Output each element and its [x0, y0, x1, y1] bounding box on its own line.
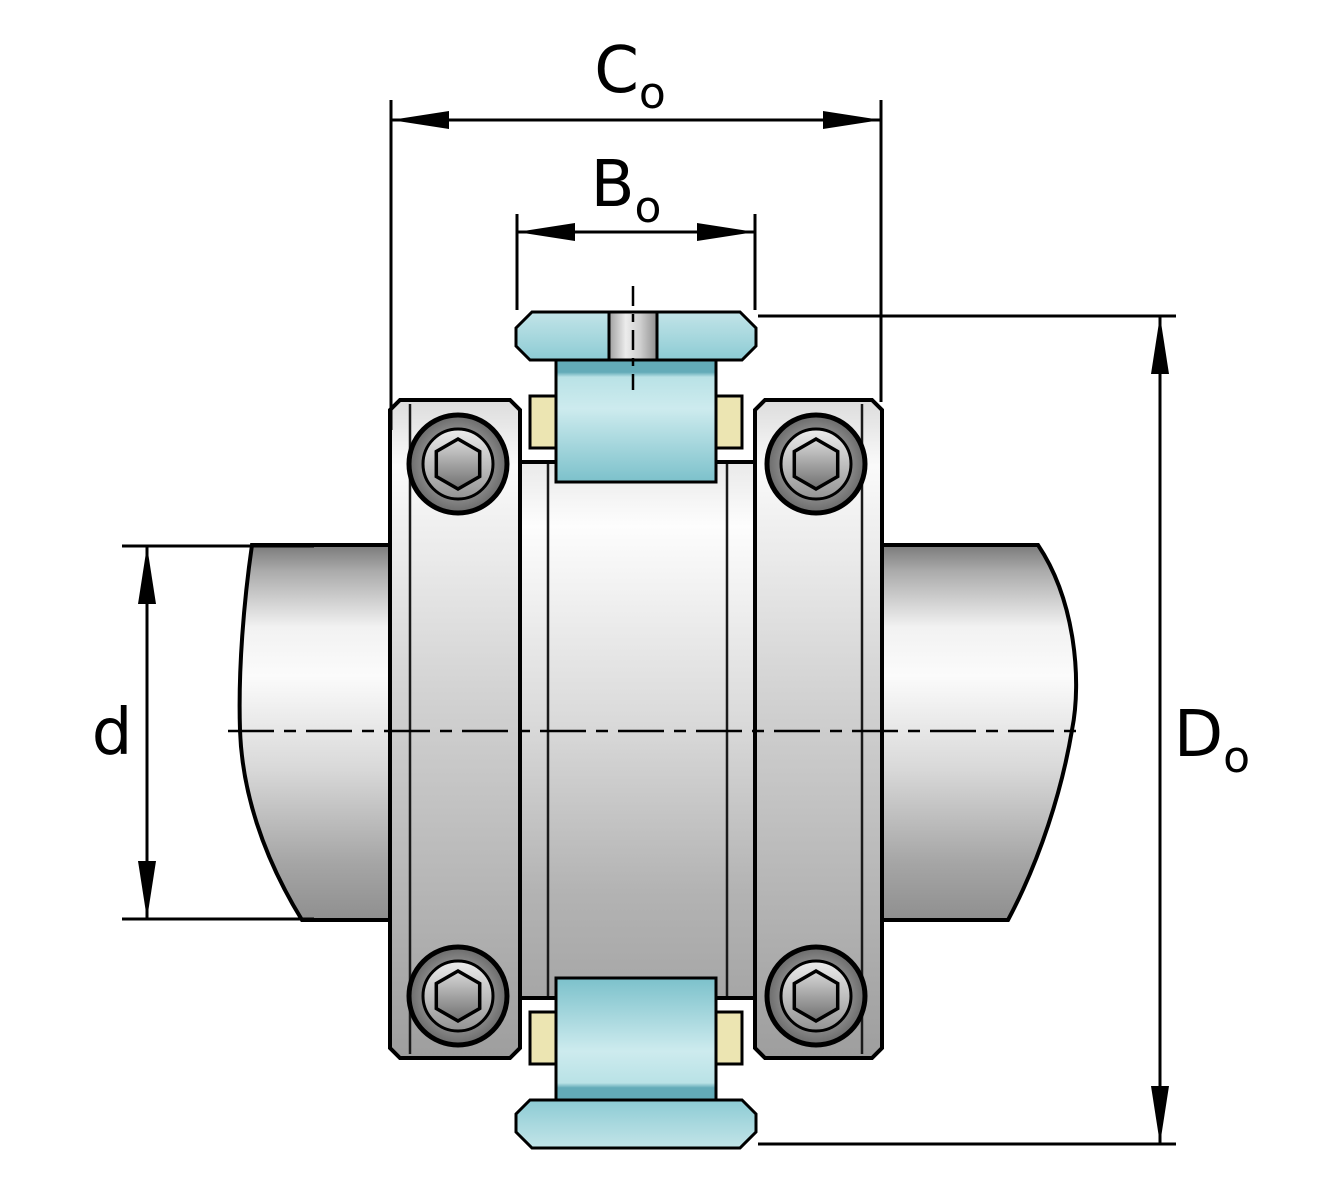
hex-socket-bolt-top-left — [409, 415, 507, 513]
dimension-label-inner-width: Bo — [591, 148, 662, 233]
hex-socket-bolt-top-right — [767, 415, 865, 513]
dimension-label-outer-diameter: Do — [1174, 698, 1250, 783]
spacer-block-top-right — [714, 394, 744, 450]
spacer-block-top-left — [528, 394, 558, 450]
spacer-block-bottom-left — [528, 1010, 558, 1066]
arrow-left-icon — [391, 111, 449, 129]
dimension-shaft-diameter: d — [92, 544, 314, 921]
dimension-label-outer-width: Co — [594, 34, 666, 119]
hex-socket-bolt-bottom-right — [767, 947, 865, 1045]
arrow-up-icon — [138, 546, 156, 604]
left-clamp-ring — [388, 398, 522, 1060]
hex-socket-bolt-bottom-left — [409, 947, 507, 1045]
arrow-down-icon — [138, 861, 156, 919]
grease-fitting-top — [514, 286, 758, 484]
fitting-block-top — [554, 358, 718, 484]
fitting-cap-bottom — [514, 1098, 758, 1150]
dimension-label-shaft-diameter: d — [92, 696, 133, 770]
arrow-down-icon — [1151, 1086, 1169, 1144]
right-clamp-ring — [753, 398, 884, 1060]
arrow-right-icon — [697, 223, 755, 241]
fitting-block-bottom — [554, 976, 718, 1102]
dimension-outer-diameter: Do — [758, 314, 1250, 1146]
arrow-right-icon — [823, 111, 881, 129]
dimension-inner-width: Bo — [515, 148, 757, 310]
grease-fitting-bottom — [514, 976, 758, 1150]
dimension-outer-width: Co — [389, 34, 883, 430]
arrow-up-icon — [1151, 316, 1169, 374]
arrow-left-icon — [517, 223, 575, 241]
spacer-block-bottom-right — [714, 1010, 744, 1066]
